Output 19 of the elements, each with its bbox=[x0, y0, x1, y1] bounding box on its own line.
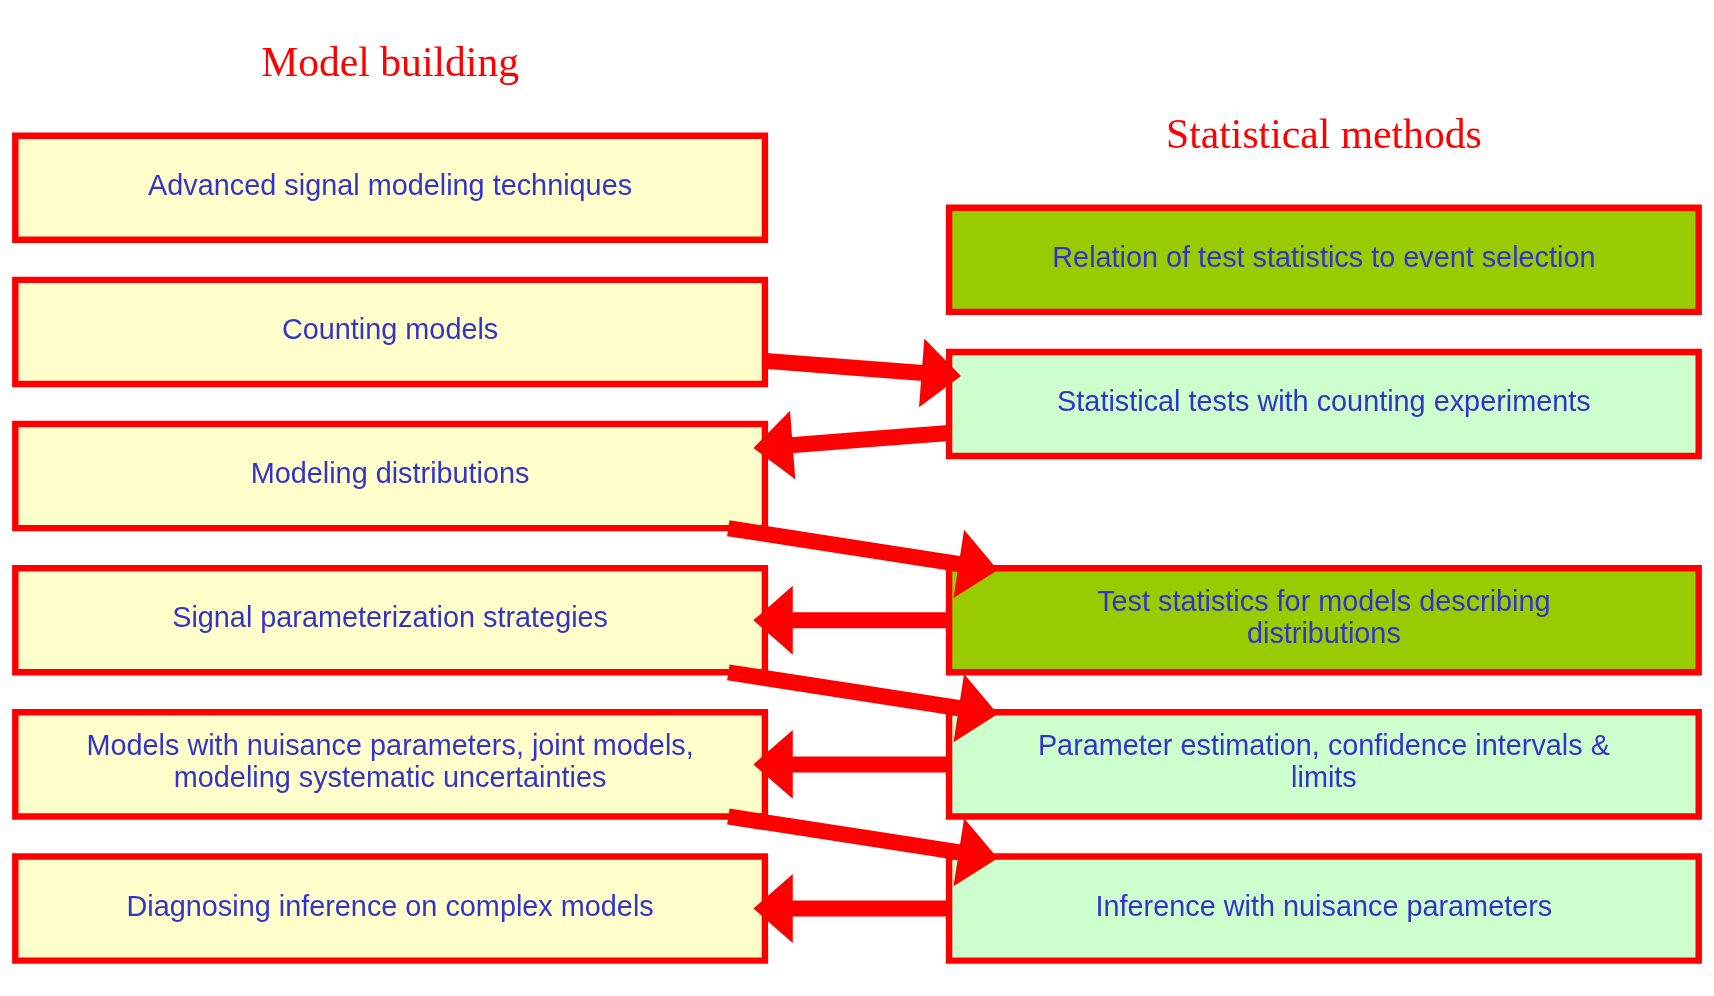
node-box: Relation of test statistics to event selection bbox=[945, 204, 1702, 315]
node-box: Parameter estimation, confidence intervals & limits bbox=[945, 708, 1702, 820]
arrow bbox=[727, 663, 998, 742]
arrow bbox=[753, 873, 949, 943]
node-box: Signal parameterization strategies bbox=[12, 564, 769, 675]
arrow bbox=[727, 519, 998, 598]
node-box: Inference with nuisance parameters bbox=[945, 852, 1702, 964]
label: Statistical methods bbox=[1166, 110, 1482, 157]
arrow bbox=[753, 729, 949, 799]
node-box: Statistical tests with counting experiments bbox=[945, 348, 1702, 459]
node-box: Advanced signal modeling techniques bbox=[12, 132, 769, 243]
node-box: Test statistics for models describing distributions bbox=[945, 564, 1702, 675]
node-box: Diagnosing inference on complex models bbox=[12, 852, 769, 964]
label: Model building bbox=[261, 38, 520, 85]
arrow bbox=[753, 585, 949, 655]
node-box: Modeling distributions bbox=[12, 420, 769, 531]
node-box: Models with nuisance parameters, joint models, modeling systematic uncertainties bbox=[12, 708, 769, 820]
arrow bbox=[727, 808, 998, 886]
node-box: Counting models bbox=[12, 276, 769, 387]
